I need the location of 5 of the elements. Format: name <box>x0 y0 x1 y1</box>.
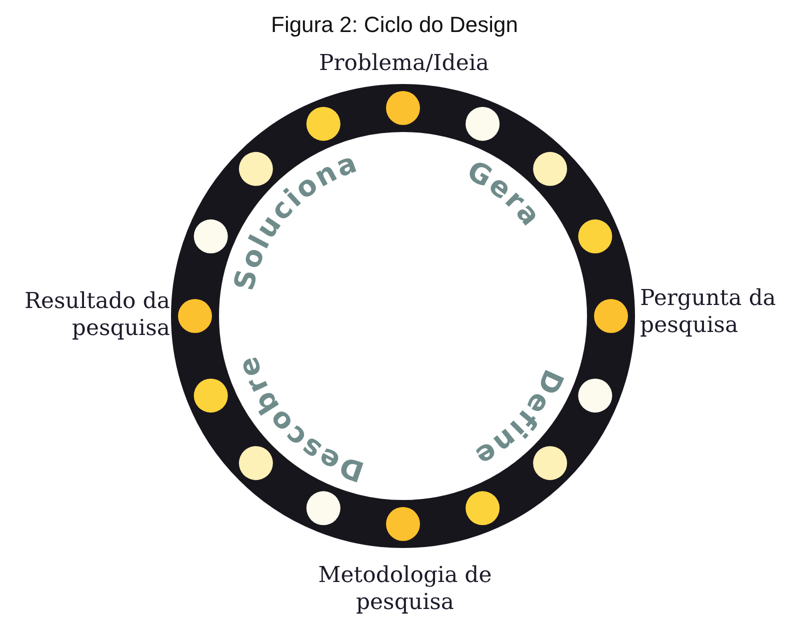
figure-title: Figura 2: Ciclo do Design <box>271 12 518 38</box>
stage-label: Resultado da pesquisa <box>23 288 170 342</box>
stage-label: Problema/Ideia <box>318 50 490 77</box>
stage-label: Pergunta da pesquisa <box>640 285 777 339</box>
stage-label: Metodologia de pesquisa <box>317 562 493 616</box>
